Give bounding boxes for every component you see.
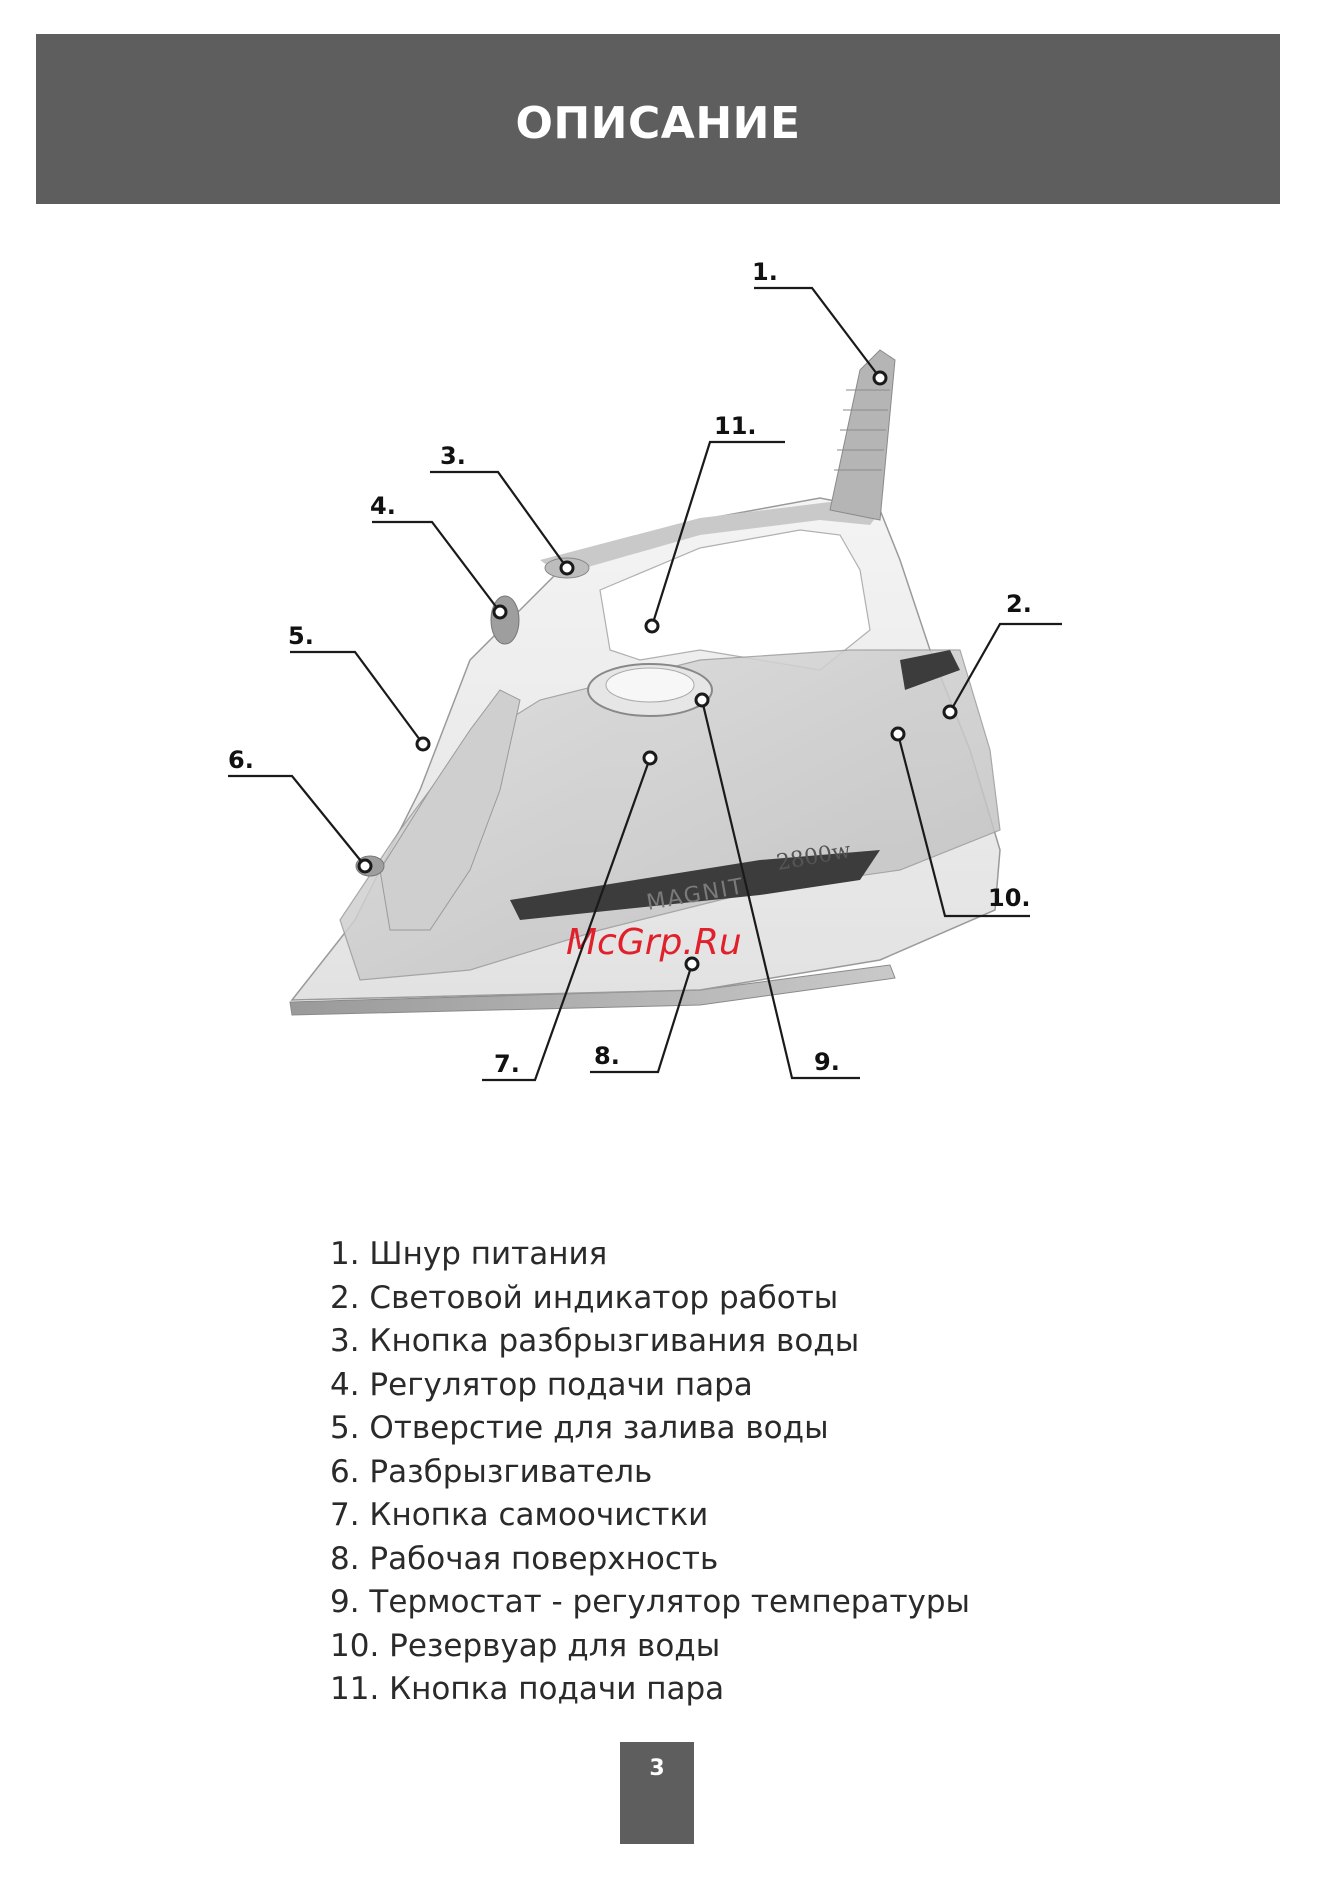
callout-line-9: [700, 699, 860, 1080]
callout-line-1: [754, 286, 881, 379]
iron-diagram: MAGNIT 2800w McGrp.Ru: [0, 230, 1317, 1130]
callout-marker-3: [559, 560, 575, 576]
callout-label-8: 8.: [594, 1042, 620, 1070]
callout-marker-1: [872, 370, 888, 386]
callout-line-11: [650, 440, 785, 627]
legend-item: 7. Кнопка самоочистки: [330, 1497, 709, 1533]
front-tank-shape: [379, 689, 521, 931]
callout-line-8: [590, 963, 694, 1074]
callout-label-2: 2.: [1006, 590, 1032, 618]
callout-marker-5: [415, 736, 431, 752]
legend-item: 3. Кнопка разбрызгивания воды: [330, 1323, 860, 1359]
iron-illustration: MAGNIT 2800w McGrp.Ru: [228, 258, 1062, 1082]
callout-marker-6: [357, 858, 373, 874]
legend-item: 8. Рабочая поверхность: [330, 1540, 719, 1577]
legend-item: 6. Разбрызгиватель: [330, 1453, 653, 1490]
callout-marker-11: [644, 618, 660, 634]
callout-label-4: 4.: [370, 492, 396, 520]
callout-label-5: 5.: [288, 622, 314, 650]
callout-label-3: 3.: [440, 442, 466, 470]
steam-regulator-shape: [490, 595, 520, 645]
callout-line-6: [228, 774, 366, 867]
callout-markers: [357, 370, 958, 972]
legend-item: 11. Кнопка подачи пара: [330, 1671, 725, 1707]
watermark-text: McGrp.Ru: [566, 922, 742, 963]
legend-item: 5. Отверстие для залива воды: [330, 1410, 829, 1446]
callout-line-10: [896, 733, 1030, 918]
page-number: 3: [649, 1756, 665, 1781]
callout-marker-2: [942, 704, 958, 720]
page-title: ОПИСАНИЕ: [515, 97, 801, 149]
callout-line-4: [372, 520, 501, 613]
handle-stripe-shape: [540, 502, 880, 575]
header-bar: ОПИСАНИЕ: [36, 34, 1280, 204]
indicator-light-shape: [900, 650, 960, 690]
callout-label-6: 6.: [228, 746, 254, 774]
callout-marker-9: [694, 692, 710, 708]
callout-line-5: [290, 650, 424, 745]
callout-lines: [228, 286, 1062, 1082]
page-number-tab: 3: [620, 1742, 694, 1844]
callout-line-7: [482, 757, 652, 1082]
legend-item: 9. Термостат - регулятор температуры: [330, 1584, 971, 1620]
callout-line-3: [430, 470, 568, 569]
callout-label-1: 1.: [752, 258, 778, 286]
callout-marker-10: [890, 726, 906, 742]
callout-label-9: 9.: [814, 1048, 840, 1076]
callout-label-10: 10.: [988, 884, 1031, 912]
callout-label-11: 11.: [714, 412, 757, 440]
parts-legend: 1. Шнур питания 2. Световой индикатор ра…: [330, 1233, 970, 1712]
side-window-shape: [510, 850, 880, 920]
legend-item: 1. Шнур питания: [330, 1236, 608, 1272]
legend-item: 10. Резервуар для воды: [330, 1627, 721, 1664]
callout-label-7: 7.: [494, 1050, 520, 1078]
legend-item: 2. Световой индикатор работы: [330, 1279, 839, 1316]
callout-marker-4: [492, 604, 508, 620]
callout-marker-7: [642, 750, 658, 766]
callout-marker-8: [684, 956, 700, 972]
iron-drawing: MAGNIT 2800w: [289, 349, 1001, 1016]
callout-line-2: [949, 622, 1062, 713]
cord-guard-shape: [829, 349, 896, 521]
legend-item: 4. Регулятор подачи пара: [330, 1366, 753, 1403]
